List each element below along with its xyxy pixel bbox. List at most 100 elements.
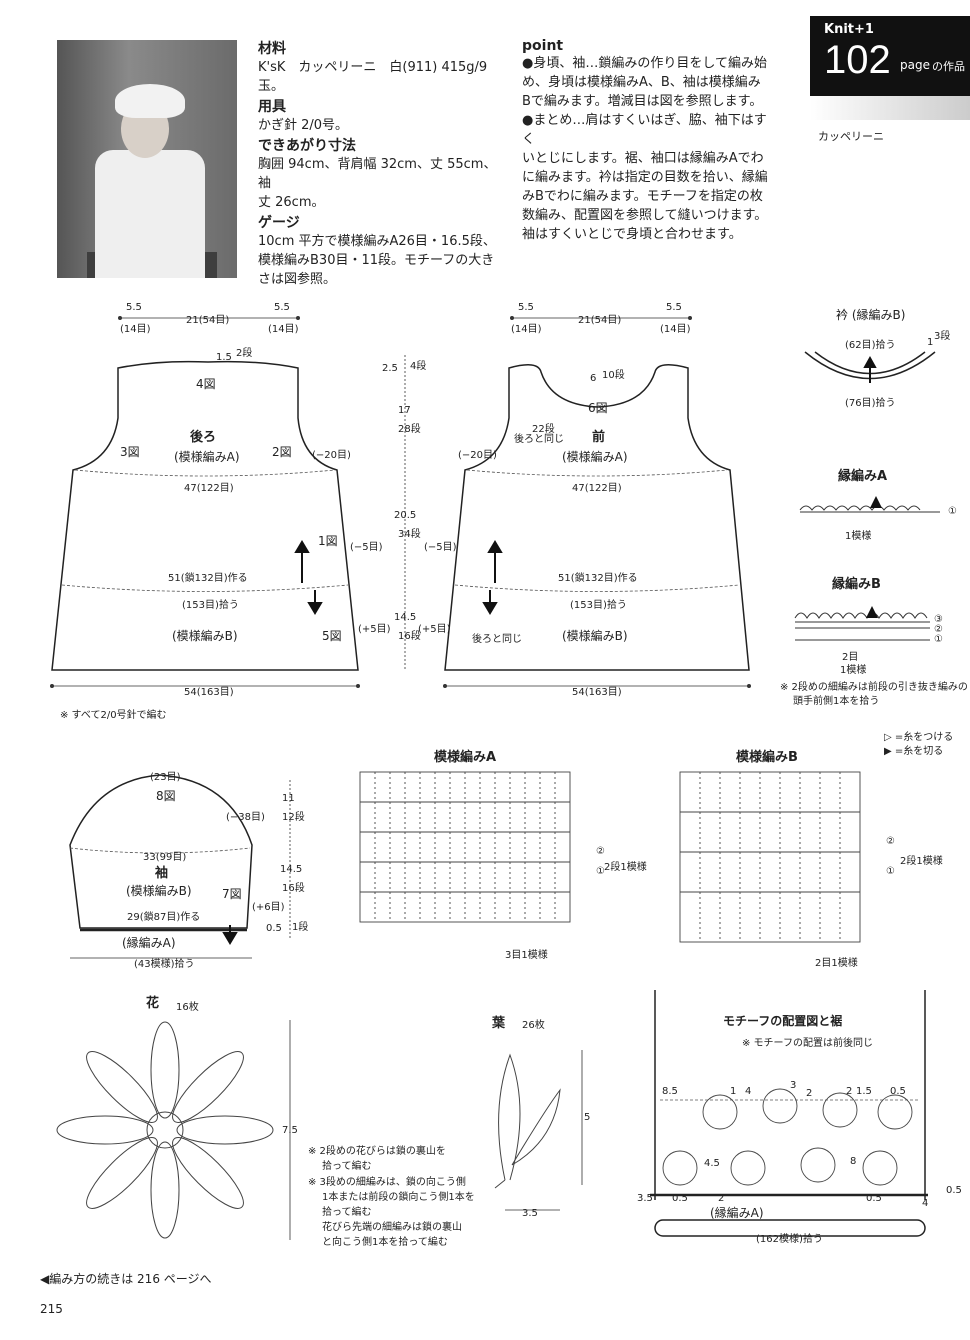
chart-a-grid [359, 771, 571, 923]
vdim-3-rows: 34段 [398, 529, 421, 540]
badge-suffix: の作品 [932, 60, 965, 73]
sleeve-width33: 33(99目) [143, 852, 187, 863]
continue-note: ◀編み方の続きは 216 ページへ [40, 1272, 212, 1286]
size-title: できあがり寸法 [258, 138, 356, 154]
sleeve-pick43: (43模様)拾う [134, 959, 195, 970]
back-yoke-line [74, 469, 336, 477]
chart-b-repeat-sts: 2目1模様 [815, 958, 858, 969]
point-line: め、身頃は模様編みA、B、袖は模様編み [522, 75, 761, 90]
point-block: point ●身頃、袖…鎖編みの作り目をして編み始 め、身頃は模様編みA、B、袖… [522, 38, 777, 244]
flower-note2: 拾って編む [322, 1161, 372, 1172]
front-width54: 54(163目) [572, 687, 622, 698]
chart-b-row1: ① [886, 866, 895, 877]
point-line: 数編み、配置図を参照して縫いつけます。 [522, 208, 768, 223]
front-pattern-b: (模様編みB) [562, 629, 628, 643]
layout-dim-85: 8.5 [662, 1086, 678, 1097]
front-inc5: (+5目) [418, 624, 451, 635]
sleeve-edge-a: (縁編みA) [122, 936, 176, 950]
layout-note: ※ モチーフの配置は前後同じ [742, 1038, 873, 1049]
yarn-name: カッペリーニ [818, 130, 884, 143]
chart-a-row2: ② [596, 846, 605, 857]
sleeve-vdim-2: 14.5 [280, 864, 303, 875]
back-shoulder-left: 5.5 [126, 302, 142, 313]
leaf-motif [494, 1053, 561, 1189]
chart-a-title: 模様編みA [434, 750, 497, 765]
front-yoke-line [466, 469, 728, 477]
front-dec5: (−5目) [424, 542, 457, 553]
flower-note6: 花びら先端の細編みは鎖の裏山 [322, 1222, 462, 1233]
front-shoulder-left: 5.5 [518, 302, 534, 313]
sleeve-pattern-b: (模様編みB) [126, 884, 192, 898]
point-line: 袖はすくいとじで身頃と合わせます。 [522, 227, 742, 242]
back-neck-width: 21(54目) [186, 315, 230, 326]
edge-b-repeat: 1模様 [840, 665, 867, 676]
layout-dim-15: 1.5 [856, 1086, 872, 1097]
chart-b-grid [679, 771, 861, 943]
edge-b-picots [794, 612, 928, 619]
flower-note1: ※ 2段めの花びらは鎖の裏山を [308, 1146, 446, 1157]
legend-attach-label: =糸をつける [894, 732, 954, 743]
front-title: 前 [592, 430, 606, 445]
flower-size: 7.5 [282, 1125, 298, 1136]
layout-sides [654, 990, 926, 1200]
point-title: point [522, 38, 564, 54]
back-fig4: 4図 [196, 377, 216, 391]
collar-title: 衿 (縁編みB) [836, 308, 906, 322]
project-badge: Knit+1 102 page の作品 [810, 16, 970, 96]
flower-motif [56, 1021, 274, 1239]
collar-rows: 3段 [934, 331, 951, 342]
collar-one: 1 [927, 337, 934, 348]
gauge-line3: さは図参照。 [258, 272, 337, 287]
badge-strip [810, 96, 970, 120]
layout-dim-05d: 0.5 [946, 1185, 962, 1196]
sleeve-outline [69, 774, 253, 929]
legend-cut-label: =糸を切る [894, 746, 944, 757]
sleeve-vdim-3: 0.5 [266, 923, 282, 934]
sleeve-vdim-1: 11 [282, 793, 295, 804]
vdim-3: 20.5 [394, 510, 417, 521]
edge-a-row1: ① [948, 506, 957, 517]
materials-title: 材料 [258, 41, 286, 57]
front-chain51: 51(鎖132目)作る [558, 573, 638, 584]
layout-dim-8: 8 [850, 1156, 857, 1167]
legend-cut: ▶ =糸を切る [884, 746, 944, 757]
back-outline [51, 360, 359, 671]
layout-dim-1: 1 [730, 1086, 737, 1097]
back-shoulder-left-sts: (14目) [120, 324, 151, 335]
leaf-title: 葉 [492, 1016, 506, 1031]
back-fig5: 5図 [322, 629, 342, 643]
back-pick153: (153目)拾う [182, 600, 239, 611]
leaf-width: 3.5 [522, 1208, 538, 1219]
back-note: ※ すべて2/0号針で編む [60, 710, 167, 721]
front-pattern-a: (模様編みA) [562, 450, 628, 464]
front-neck-width: 21(54目) [578, 315, 622, 326]
collar-pick62: (62目)拾う [845, 340, 896, 351]
sleeve-inc6: (+6目) [252, 902, 285, 913]
gauge-line2: 模様編みB30目・11段。モチーフの大き [258, 253, 495, 268]
leaf-count: 26枚 [522, 1020, 545, 1031]
edge-b-row3: ③ [934, 614, 943, 625]
badge-number: 102 [824, 38, 891, 82]
sleeve-chain29: 29(鎖87目)作る [127, 912, 201, 923]
layout-dim-45: 4.5 [704, 1158, 720, 1169]
size-line1: 胸囲 94cm、背肩幅 32cm、丈 55cm、袖 [258, 157, 497, 191]
sleeve-dec38: (−38目) [226, 812, 265, 823]
sleeve-vdim-2-rows: 16段 [282, 883, 305, 894]
point-line: みBでわに編みます。モチーフを指定の枚 [522, 189, 763, 204]
layout-edge-a: (縁編みA) [710, 1206, 764, 1220]
tools-title: 用具 [258, 99, 286, 115]
back-chain51: 51(鎖132目)作る [168, 573, 248, 584]
layout-dim-3: 3 [790, 1080, 797, 1091]
front-neck-depth: 6 [590, 373, 597, 384]
front-neck-rows: 10段 [602, 370, 625, 381]
sleeve-fig8: 8図 [156, 789, 176, 803]
badge-brand: Knit+1 [824, 22, 874, 37]
point-line: いとじにします。裾、袖口は縁編みAでわ [522, 151, 764, 166]
back-chain-line [61, 584, 349, 592]
point-line: ●身頃、袖…鎖編みの作り目をして編み始 [522, 56, 767, 71]
back-fig3: 3図 [120, 445, 140, 459]
front-side-rows: 22段 [532, 424, 555, 435]
flower-note3: ※ 3段めの細編みは、鎖の向こう側 [308, 1177, 466, 1188]
back-width47: 47(122目) [184, 483, 234, 494]
sleeve-line [69, 847, 251, 854]
